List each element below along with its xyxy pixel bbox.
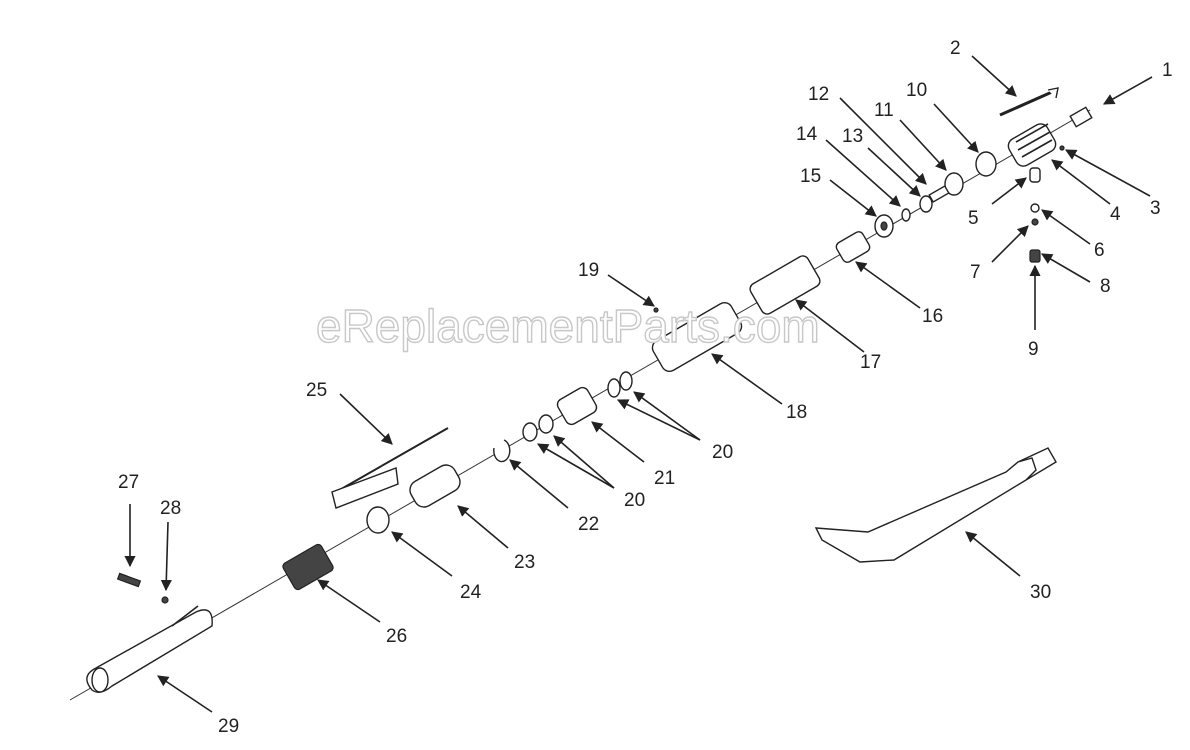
part-26-spring bbox=[282, 543, 334, 591]
part-27-screw bbox=[116, 572, 142, 588]
callout-27: 27 bbox=[118, 472, 139, 493]
callout-30: 30 bbox=[1030, 582, 1051, 603]
part-18-housing bbox=[651, 302, 743, 372]
callout-13: 13 bbox=[842, 126, 863, 147]
part-25-needle bbox=[331, 427, 449, 509]
leader-21 bbox=[591, 421, 645, 463]
leader-26 bbox=[317, 579, 381, 623]
callout-5: 5 bbox=[968, 208, 979, 229]
part-29-nose-tube bbox=[86, 605, 213, 693]
callout-14: 14 bbox=[796, 124, 818, 145]
leader-20a1 bbox=[633, 391, 701, 441]
part-30-blade bbox=[814, 447, 1057, 563]
part-17-cylinder bbox=[749, 255, 821, 315]
callout-20-lower: 20 bbox=[624, 490, 645, 511]
part-20-o-ring-upper bbox=[607, 371, 633, 398]
leader-24 bbox=[391, 531, 453, 577]
leader-29 bbox=[157, 675, 213, 713]
part-20-o-ring-lower bbox=[522, 414, 554, 442]
leader-25 bbox=[339, 393, 393, 445]
leader-10 bbox=[933, 103, 979, 153]
leader-7 bbox=[991, 225, 1029, 263]
callout-10: 10 bbox=[906, 80, 927, 101]
part-12-rotor-blades bbox=[928, 185, 950, 203]
leader-2 bbox=[971, 55, 1017, 97]
part-19-pin bbox=[653, 307, 659, 313]
leader-14 bbox=[825, 139, 901, 207]
part-1-inlet-fitting bbox=[1069, 106, 1093, 128]
callout-2: 2 bbox=[950, 38, 961, 59]
callout-23: 23 bbox=[514, 552, 535, 573]
leader-30 bbox=[965, 531, 1021, 577]
leader-11 bbox=[899, 119, 947, 171]
callout-18: 18 bbox=[786, 402, 807, 423]
callout-8: 8 bbox=[1100, 276, 1111, 297]
leader-18 bbox=[711, 353, 783, 405]
callout-3: 3 bbox=[1150, 198, 1161, 219]
part-6-ball bbox=[1030, 203, 1040, 213]
part-2-pin bbox=[999, 87, 1059, 117]
callout-17: 17 bbox=[860, 352, 881, 373]
leader-8 bbox=[1041, 253, 1091, 283]
part-16-rotor bbox=[835, 231, 871, 263]
callout-26: 26 bbox=[386, 626, 407, 647]
part-24-bushing bbox=[366, 506, 390, 534]
leader-28 bbox=[160, 521, 172, 592]
callout-24: 24 bbox=[460, 582, 482, 603]
callout-7: 7 bbox=[970, 262, 981, 283]
callout-11: 11 bbox=[874, 100, 894, 121]
leader-12 bbox=[839, 97, 927, 185]
part-13-washer bbox=[919, 195, 933, 213]
part-14-spacer bbox=[901, 208, 911, 222]
callout-29: 29 bbox=[218, 716, 239, 737]
callout-9: 9 bbox=[1028, 339, 1039, 360]
leader-6 bbox=[1041, 209, 1091, 245]
part-7-spring bbox=[1031, 218, 1039, 226]
part-11-end-plate bbox=[944, 172, 964, 196]
leader-3 bbox=[1065, 149, 1151, 197]
part-8-plug bbox=[1029, 249, 1041, 263]
part-3-small-pin bbox=[1059, 145, 1065, 151]
leader-lines bbox=[124, 55, 1153, 713]
callout-15: 15 bbox=[800, 166, 821, 187]
callout-20-upper: 20 bbox=[712, 442, 733, 463]
leader-20b1 bbox=[553, 435, 615, 489]
part-10-ring bbox=[975, 151, 997, 177]
part-5-valve bbox=[1029, 167, 1041, 183]
watermark: eReplacementParts.com bbox=[316, 300, 820, 352]
callout-21: 21 bbox=[654, 468, 675, 489]
part-21-gear bbox=[556, 386, 598, 426]
leader-20b2 bbox=[537, 443, 615, 489]
leader-19 bbox=[607, 274, 655, 307]
leader-1 bbox=[1103, 76, 1153, 105]
leader-16 bbox=[855, 261, 921, 309]
callout-25: 25 bbox=[306, 380, 327, 401]
leader-17 bbox=[795, 299, 865, 353]
callout-22: 22 bbox=[578, 514, 599, 535]
leader-23 bbox=[457, 505, 509, 549]
callout-1: 1 bbox=[1162, 60, 1173, 81]
part-22-retaining-ring bbox=[493, 439, 511, 463]
callout-6: 6 bbox=[1094, 240, 1105, 261]
leader-22 bbox=[509, 459, 569, 509]
callout-4: 4 bbox=[1110, 204, 1121, 225]
callout-16: 16 bbox=[922, 306, 943, 327]
leader-15 bbox=[829, 179, 877, 217]
part-23-spindle bbox=[409, 464, 461, 508]
part-15-bearing bbox=[874, 214, 894, 238]
callout-19: 19 bbox=[578, 260, 599, 281]
callout-28: 28 bbox=[160, 498, 181, 519]
part-28-washer bbox=[161, 596, 169, 604]
leader-13 bbox=[867, 147, 921, 197]
leader-4 bbox=[1051, 159, 1111, 205]
callout-numbers: 1 2 3 4 5 6 7 8 9 10 11 12 13 14 15 16 1… bbox=[118, 38, 1173, 737]
part-4-valve-housing bbox=[1007, 123, 1057, 167]
leader-5 bbox=[991, 177, 1027, 205]
leader-20a2 bbox=[616, 399, 701, 441]
callout-12: 12 bbox=[808, 84, 829, 105]
